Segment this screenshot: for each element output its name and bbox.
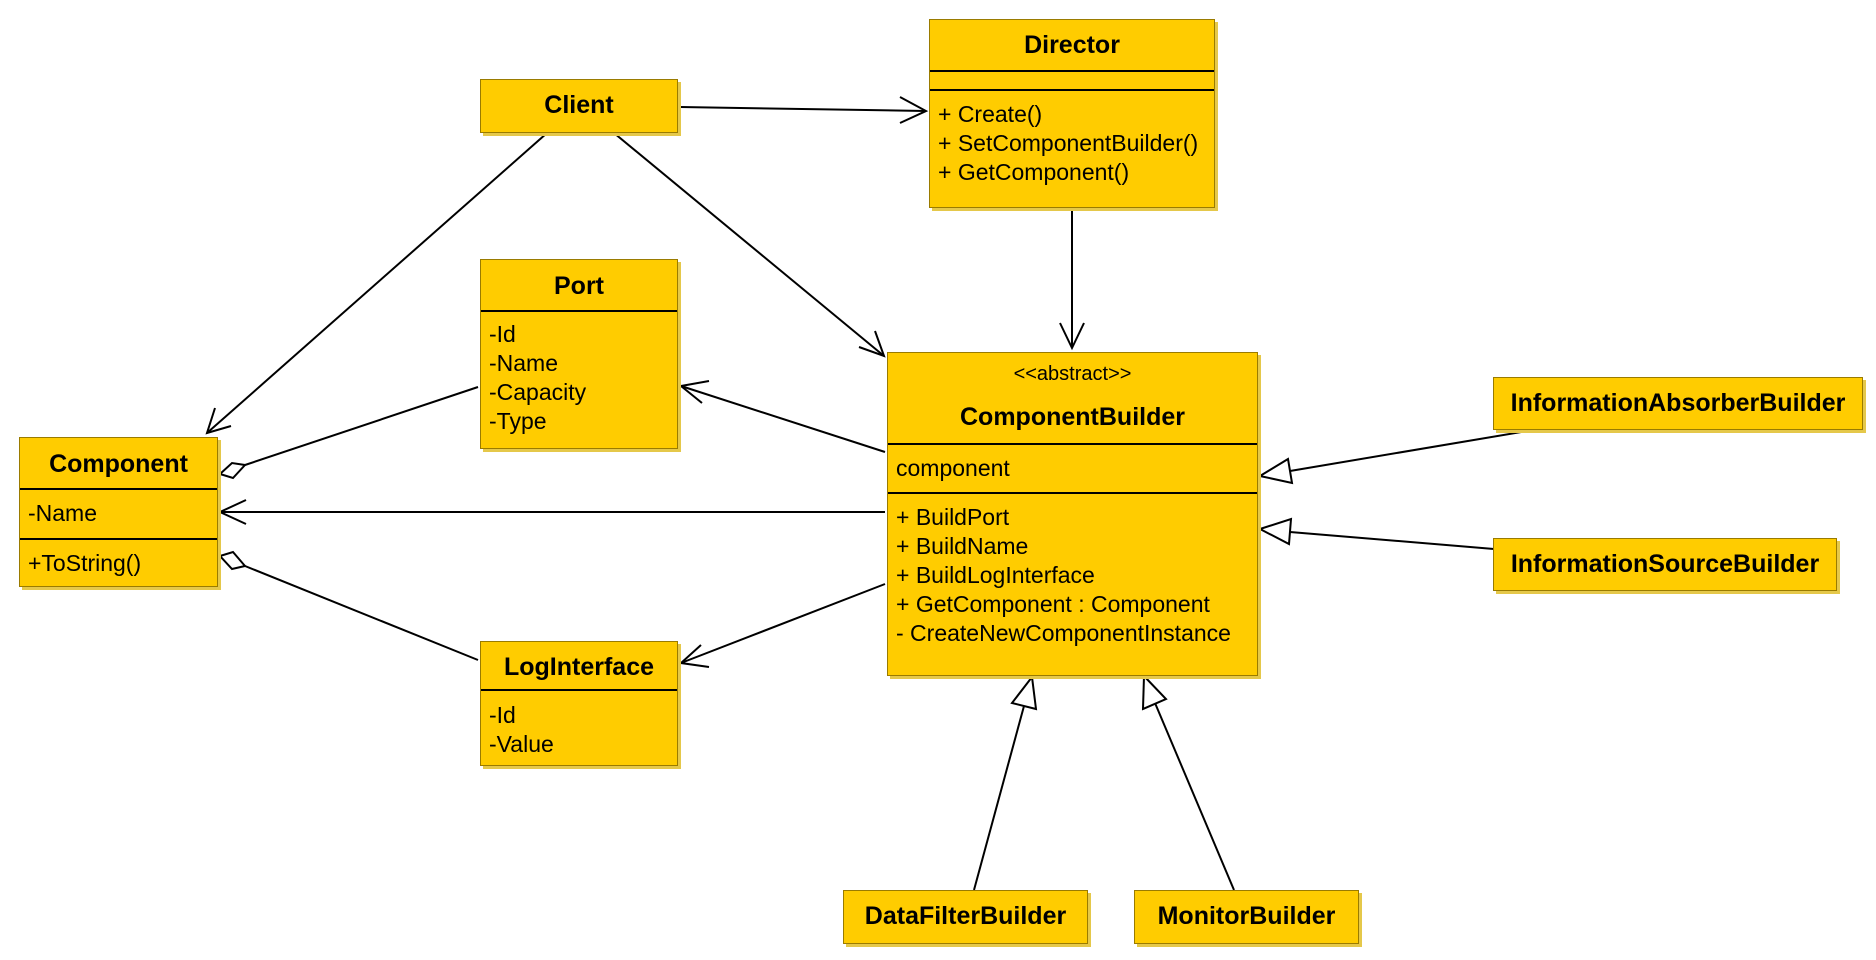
- operation: + SetComponentBuilder(): [938, 130, 1199, 156]
- attribute: -Id: [489, 321, 516, 347]
- operations-section: + BuildPort + BuildName + BuildLogInterf…: [888, 492, 1257, 648]
- class-name: DataFilterBuilder: [864, 902, 1067, 930]
- operation: + BuildLogInterface: [896, 562, 1095, 588]
- stereotype: <<abstract>>: [1013, 363, 1132, 385]
- class-name: Component: [49, 450, 188, 478]
- attribute: -Type: [489, 408, 547, 434]
- edge-client-componentbuilder: [613, 132, 886, 358]
- attribute: -Name: [489, 350, 559, 376]
- operation: + BuildPort: [896, 504, 1010, 530]
- edge-monitor-generalization: [1141, 673, 1235, 891]
- class-datafilterbuilder[interactable]: DataFilterBuilder: [843, 890, 1088, 944]
- class-name: InformationSourceBuilder: [1510, 550, 1820, 578]
- attribute: component: [896, 455, 1010, 481]
- operations-section: +ToString(): [20, 538, 217, 586]
- class-client[interactable]: Client: [480, 79, 678, 133]
- class-loginterface[interactable]: LogInterface -Id -Value: [480, 641, 678, 766]
- class-director[interactable]: Director + Create() + SetComponentBuilde…: [929, 19, 1215, 208]
- edge-componentbuilder-loginterface: [678, 583, 886, 668]
- edge-componentbuilder-component: [217, 499, 885, 525]
- class-name: InformationAbsorberBuilder: [1510, 389, 1846, 417]
- edge-component-loginterface-aggregation: [218, 550, 479, 661]
- class-component[interactable]: Component -Name +ToString(): [19, 437, 218, 587]
- attribute: -Capacity: [489, 379, 587, 405]
- attributes-section: -Id -Value: [481, 689, 677, 759]
- operation: +ToString(): [28, 550, 142, 576]
- attributes-section: -Name: [20, 488, 217, 538]
- class-componentbuilder[interactable]: <<abstract>> ComponentBuilder component …: [887, 352, 1258, 676]
- edge-client-component: [205, 132, 548, 435]
- edge-source-generalization: [1257, 517, 1495, 550]
- edge-director-componentbuilder: [1059, 209, 1085, 351]
- operation: - CreateNewComponentInstance: [896, 620, 1231, 646]
- class-name: MonitorBuilder: [1157, 902, 1336, 930]
- edge-absorber-generalization: [1257, 430, 1528, 485]
- class-port[interactable]: Port -Id -Name -Capacity -Type: [480, 259, 678, 449]
- class-informationabsorberbuilder[interactable]: InformationAbsorberBuilder: [1493, 377, 1863, 430]
- operation: + Create(): [938, 101, 1043, 127]
- operation: + BuildName: [896, 533, 1029, 559]
- class-informationsourcebuilder[interactable]: InformationSourceBuilder: [1493, 538, 1837, 591]
- edge-client-director: [679, 96, 929, 124]
- attributes-section: [930, 70, 1214, 89]
- class-name: Client: [544, 91, 614, 119]
- class-monitorbuilder[interactable]: MonitorBuilder: [1134, 890, 1359, 944]
- class-name: LogInterface: [503, 653, 655, 681]
- operation: + GetComponent : Component: [896, 591, 1210, 617]
- edge-componentbuilder-port: [678, 380, 886, 453]
- operations-section: + Create() + SetComponentBuilder() + Get…: [930, 89, 1214, 187]
- attributes-section: -Id -Name -Capacity -Type: [481, 310, 677, 436]
- class-name: Port: [554, 272, 604, 300]
- class-name: ComponentBuilder: [960, 403, 1185, 431]
- edge-component-port-aggregation: [218, 386, 479, 480]
- edge-datafilter-generalization: [973, 674, 1038, 891]
- attribute: -Id: [489, 702, 516, 728]
- operation: + GetComponent(): [938, 159, 1130, 185]
- attributes-section: component: [888, 443, 1257, 492]
- class-name: Director: [1024, 31, 1120, 59]
- attribute: -Value: [489, 731, 554, 757]
- attribute: -Name: [28, 500, 98, 526]
